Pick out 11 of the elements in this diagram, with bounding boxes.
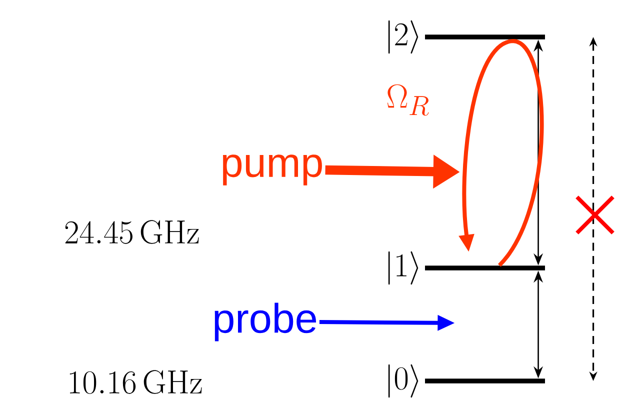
node-label: $|1\rangle$ xyxy=(388,251,418,285)
edge-label: $\Omega_R$ xyxy=(387,84,429,116)
energy-level: $|0\rangle$ xyxy=(388,364,545,398)
beam-label: probe xyxy=(214,302,316,342)
frequency-label: $24.45\,\mathrm{GHz}$ xyxy=(65,220,199,244)
node-label: $|0\rangle$ xyxy=(388,364,418,398)
beam-label: pump xyxy=(222,154,322,186)
frequency-label: $10.16\,\mathrm{GHz}$ xyxy=(70,370,202,394)
energy-level: $|1\rangle$ xyxy=(388,251,545,285)
node-label: $|2\rangle$ xyxy=(388,20,418,54)
energy-level: $|2\rangle$ xyxy=(388,20,545,54)
